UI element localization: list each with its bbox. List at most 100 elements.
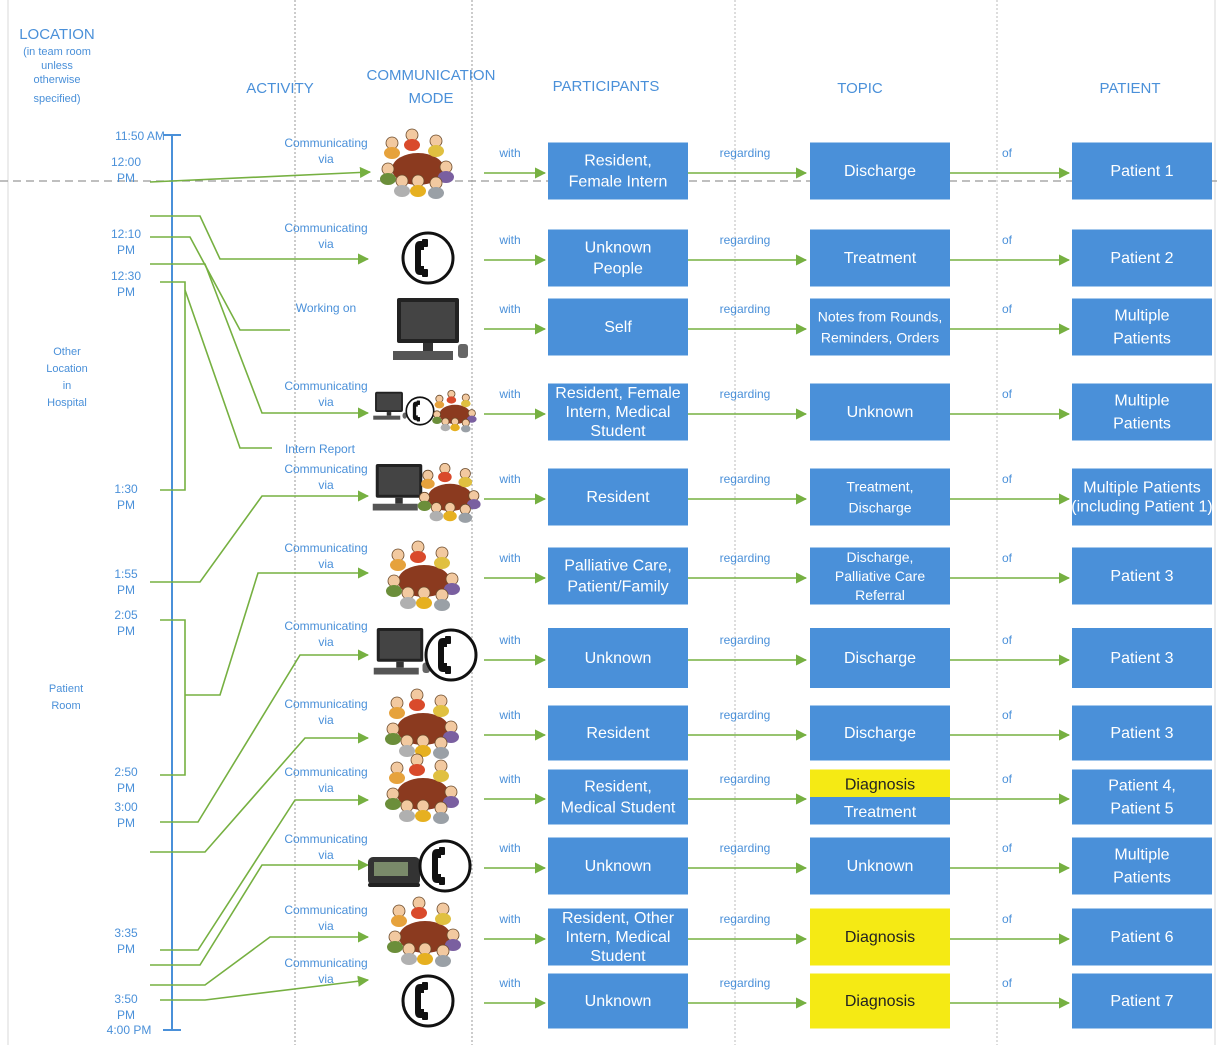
patient-text: Patient 6 — [1110, 929, 1173, 946]
header-activity: ACTIVITY — [246, 80, 314, 97]
activity-label: Communicating — [284, 541, 367, 555]
of-label: of — [1002, 387, 1013, 401]
patient-text: Multiple Patients — [1083, 480, 1200, 497]
activity-label: via — [318, 713, 334, 727]
time-label: 11:50 AM — [115, 129, 165, 143]
participants-box: Palliative Care,Patient/Family — [548, 547, 688, 605]
participants-text: Resident, — [584, 153, 652, 170]
with-label: with — [498, 233, 520, 247]
activity-label: Communicating — [284, 221, 367, 235]
activity-label: Communicating — [284, 136, 367, 150]
time-label: PM — [117, 171, 135, 185]
pager-icon — [368, 857, 420, 887]
topic-box: Notes from Rounds,Reminders, Orders — [810, 298, 950, 356]
computer-icon — [372, 464, 429, 511]
of-label: of — [1002, 976, 1013, 990]
patient-box: Patient 3 — [1072, 547, 1212, 605]
topic-text: Discharge — [848, 500, 911, 516]
patient-box: Patient 1 — [1072, 142, 1212, 200]
activity-label: via — [318, 237, 334, 251]
topic-text: Diagnosis — [845, 929, 915, 946]
regarding-label: regarding — [720, 633, 771, 647]
topic-text: Unknown — [847, 858, 914, 875]
patient-box: Patient 4,Patient 5 — [1072, 769, 1212, 825]
activity-label: Communicating — [284, 832, 367, 846]
time-label: 2:05 — [114, 608, 138, 622]
time-label: 4:00 PM — [107, 1023, 152, 1037]
regarding-label: regarding — [720, 387, 771, 401]
location-patient-room: Room — [51, 700, 80, 712]
patient-text: Patient 5 — [1110, 801, 1173, 818]
participants-text: Unknown — [585, 240, 652, 257]
communication-mode-icons — [385, 753, 459, 824]
patient-box: Patient 7 — [1072, 973, 1212, 1029]
header-location-sub: specified) — [33, 93, 80, 105]
time-labels: 11:50 AM12:00PM12:10PM12:30PM1:30PM1:55P… — [107, 129, 165, 1037]
participants-text: Student — [590, 948, 646, 965]
topic-box: Unknown — [810, 837, 950, 895]
of-label: of — [1002, 302, 1013, 316]
with-label: with — [498, 387, 520, 401]
patient-text: Patient 1 — [1110, 163, 1173, 180]
with-label: with — [498, 472, 520, 486]
patient-text: (including Patient 1) — [1071, 499, 1212, 516]
topic-box: Treatment, Discharge — [810, 468, 950, 526]
time-label: PM — [117, 942, 135, 956]
header-communication-mode: COMMUNICATION — [367, 67, 496, 84]
patient-text: Patient 3 — [1110, 725, 1173, 742]
communication-mode-icons — [368, 839, 472, 893]
participants-box: Unknown — [548, 628, 688, 688]
activity-label: via — [318, 635, 334, 649]
communication-mode-icons — [387, 896, 461, 967]
activity-label: via — [318, 557, 334, 571]
header-topic: TOPIC — [837, 80, 883, 97]
activity-label: via — [318, 781, 334, 795]
of-label: of — [1002, 472, 1013, 486]
phone-icon — [418, 839, 472, 893]
meeting-icon — [417, 462, 481, 523]
participants-box: Resident,Medical Student — [548, 769, 688, 825]
of-label: of — [1002, 146, 1013, 160]
time-label: 12:10 — [111, 227, 141, 241]
computer-icon — [393, 298, 468, 360]
with-label: with — [498, 976, 520, 990]
participants-box: Resident — [548, 705, 688, 761]
patient-box: Multiple Patients (including Patient 1) — [1071, 468, 1213, 526]
communication-mode-icons — [401, 974, 455, 1028]
topic-text: Diagnosis — [845, 776, 915, 793]
topic-text: Discharge, — [847, 549, 914, 565]
regarding-label: regarding — [720, 472, 771, 486]
participants-box: Unknown — [548, 837, 688, 895]
communication-mode-icons — [373, 628, 478, 682]
topic-text: Treatment, — [846, 479, 913, 495]
location-other: Other — [53, 346, 81, 358]
topic-box: Discharge — [810, 142, 950, 200]
of-label: of — [1002, 551, 1013, 565]
patient-text: Patient 3 — [1110, 568, 1173, 585]
regarding-label: regarding — [720, 912, 771, 926]
participants-text: Intern, Medical — [566, 404, 671, 421]
phone-icon — [401, 974, 455, 1028]
time-label: PM — [117, 583, 135, 597]
of-label: of — [1002, 772, 1013, 786]
participants-text: Patient/Family — [567, 579, 668, 596]
activity-label: via — [318, 395, 334, 409]
with-label: with — [498, 146, 520, 160]
time-label: PM — [117, 243, 135, 257]
activity-label: Communicating — [284, 697, 367, 711]
time-label: 1:30 — [114, 482, 138, 496]
time-label: 3:35 — [114, 926, 138, 940]
regarding-label: regarding — [720, 976, 771, 990]
of-label: of — [1002, 708, 1013, 722]
time-label: 12:00 — [111, 155, 141, 169]
patient-text: Patients — [1113, 870, 1171, 887]
